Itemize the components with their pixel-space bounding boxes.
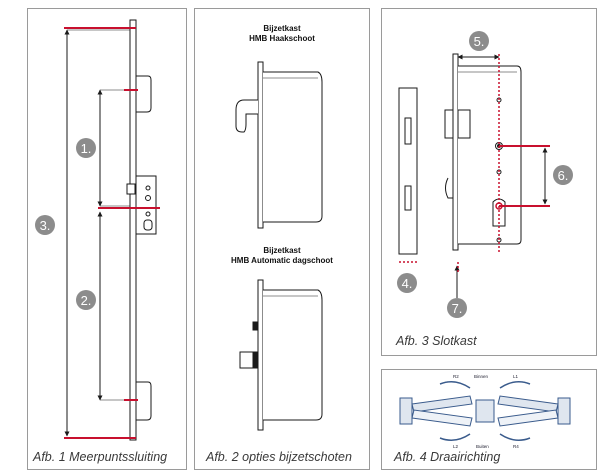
badge-3-label: 3. — [40, 218, 51, 233]
caption-afb3: Afb. 3 Slotkast — [396, 334, 477, 348]
slotkast-side-drawing — [398, 87, 418, 255]
badge-1-label: 1. — [81, 141, 92, 156]
badge-6: 6. — [553, 165, 573, 185]
label-binnen: Binnen — [474, 374, 489, 379]
title-haakschoot-line1: Bijzetkast — [263, 24, 301, 33]
meerpuntssluiting-drawing — [64, 19, 157, 441]
caption-afb1: Afb. 1 Meerpuntssluiting — [33, 450, 168, 464]
badge-5: 5. — [469, 31, 489, 51]
slotkast-front-drawing — [444, 53, 548, 298]
badge-3: 3. — [35, 215, 55, 235]
badge-2-label: 2. — [81, 293, 92, 308]
badge-6-label: 6. — [558, 168, 569, 183]
bijzetkast-automatic-drawing — [239, 279, 323, 431]
label-l2: L2 — [453, 444, 459, 449]
label-buiten: Buiten — [476, 444, 489, 449]
title-haakschoot-line2: HMB Haakschoot — [249, 34, 315, 43]
title-automatic-dagschoot: Bijzetkast HMB Automatic dagschoot — [212, 246, 352, 266]
caption-afb4: Afb. 4 Draairichting — [394, 450, 501, 464]
meerpuntssluiting-red-markers — [64, 27, 160, 439]
draairichting-drawing — [399, 381, 571, 441]
slotkast-red-markers — [399, 54, 550, 272]
badge-5-label: 5. — [474, 34, 485, 49]
title-haakschoot: Bijzetkast HMB Haakschoot — [222, 24, 342, 44]
caption-afb2: Afb. 2 opties bijzetschoten — [206, 450, 352, 464]
title-automatic-line1: Bijzetkast — [263, 246, 301, 255]
title-automatic-line2: HMB Automatic dagschoot — [231, 256, 333, 265]
badge-2: 2. — [76, 290, 96, 310]
badge-7: 7. — [447, 298, 467, 318]
label-l1: L1 — [513, 374, 519, 379]
label-r4: R4 — [513, 444, 519, 449]
panel-meerpuntssluiting — [27, 8, 187, 470]
bijzetkast-haakschoot-drawing — [235, 61, 323, 229]
badge-4-label: 4. — [402, 276, 413, 291]
label-r2: R2 — [453, 374, 459, 379]
badge-1: 1. — [76, 138, 96, 158]
badge-4: 4. — [397, 273, 417, 293]
badge-7-label: 7. — [452, 301, 463, 316]
